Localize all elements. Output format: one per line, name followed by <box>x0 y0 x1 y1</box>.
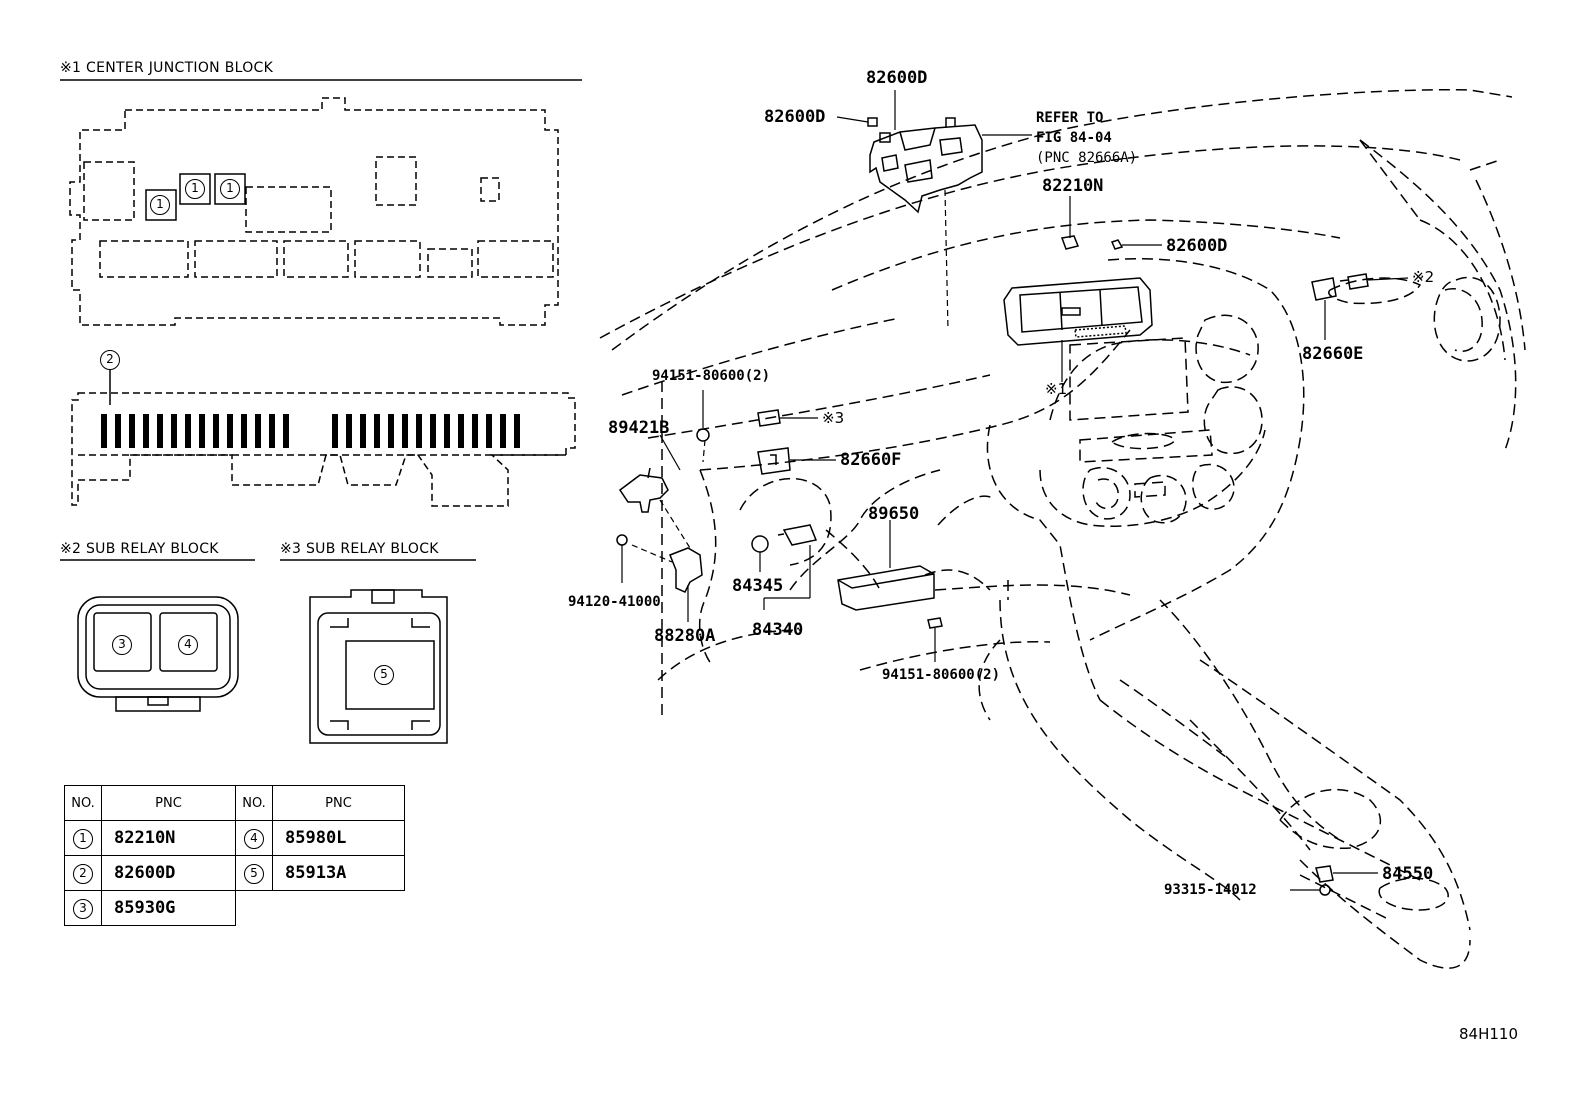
relay-squares <box>145 173 246 221</box>
clip-82600d <box>867 117 878 127</box>
combination-meter <box>1003 277 1153 346</box>
position-marker-1: 1 <box>150 195 170 215</box>
row-number: 5 <box>244 864 264 884</box>
row-number: 2 <box>73 864 93 884</box>
position-marker-2: 2 <box>100 350 120 370</box>
refer-note-line-1: REFER TO <box>1036 110 1104 126</box>
part-label-82600d: 82600D <box>866 68 928 88</box>
header-no: NO. <box>64 785 102 821</box>
part-label-84345: 84345 <box>732 576 784 596</box>
part-label-82600d: 82600D <box>1166 236 1228 256</box>
switch-84345 <box>751 535 769 553</box>
section-title-sub-relay-block-3: ※3 SUB RELAY BLOCK <box>280 541 439 557</box>
position-marker-1: 1 <box>220 179 240 199</box>
section-title-center-junction-block: ※1 CENTER JUNCTION BLOCK <box>60 60 274 76</box>
row-number: 3 <box>73 899 93 919</box>
clip-82600d <box>879 132 891 143</box>
header-no: NO. <box>235 785 273 821</box>
refer-note-line-3: (PNC 82666A) <box>1036 150 1138 166</box>
pnc-cell: 85913A <box>272 855 405 891</box>
section-title-sub-relay-block-2: ※2 SUB RELAY BLOCK <box>60 541 219 557</box>
pnc-table: NO. PNC NO. PNC 1 82210N 4 85980L 2 8260… <box>64 785 405 926</box>
switch-84550 <box>1315 865 1334 883</box>
sub-relay-block-2 <box>77 596 239 712</box>
part-label-82660f: 82660F <box>840 450 902 470</box>
connector-mark2 <box>1339 273 1369 290</box>
mark-1: ※1 <box>1045 380 1068 398</box>
clip-94151-bottom <box>927 617 943 629</box>
pnc-cell: 85930G <box>101 890 236 926</box>
part-label-84550: 84550 <box>1382 864 1434 884</box>
center-junction-block-side <box>71 392 576 507</box>
screw-93315 <box>1319 884 1331 896</box>
clip-82600d-right <box>1110 239 1124 250</box>
part-label-89421b: 89421B <box>608 418 670 438</box>
header-pnc: PNC <box>272 785 405 821</box>
dashed-leader-lines <box>631 189 949 563</box>
part-label-94151-80600: 94151-80600(2) <box>652 368 771 384</box>
switch-84340 <box>777 524 818 546</box>
leader-lines <box>621 90 1422 891</box>
sensor-88280a <box>669 547 703 593</box>
pnc-cell: 85980L <box>272 820 405 856</box>
row-number: 1 <box>73 829 93 849</box>
pnc-cell: 82210N <box>101 820 236 856</box>
position-marker-3: 3 <box>112 635 132 655</box>
nut-94120 <box>616 534 628 546</box>
mark-2: ※2 <box>1412 268 1435 286</box>
pnc-cell: 82600D <box>101 855 236 891</box>
relay-82660e <box>1311 277 1337 301</box>
table-row: 2 82600D 5 85913A <box>64 855 405 891</box>
module-89650 <box>837 565 935 611</box>
center-junction-block-front <box>69 97 559 326</box>
part-label-82600d: 82600D <box>764 107 826 127</box>
nut-94151 <box>696 428 710 442</box>
position-marker-1: 1 <box>185 179 205 199</box>
bracket-89421b <box>618 467 669 513</box>
sub-relay-block-3 <box>309 589 448 744</box>
figure-code: 84H110 <box>1459 1025 1518 1043</box>
part-label-84340: 84340 <box>752 620 804 640</box>
top-bracket <box>869 117 983 214</box>
position-marker-4: 4 <box>178 635 198 655</box>
position-marker-5: 5 <box>374 665 394 685</box>
part-label-89650: 89650 <box>868 504 920 524</box>
part-label-93315-14012: 93315-14012 <box>1164 882 1257 898</box>
part-label-88280a: 88280A <box>654 626 716 646</box>
dashboard-outline <box>599 89 1526 969</box>
relay-82660f <box>757 447 791 475</box>
table-header-row: NO. PNC NO. PNC <box>64 785 405 821</box>
refer-note-line-2: FIG 84-04 <box>1036 130 1112 146</box>
part-label-94120-41000: 94120-41000 <box>568 594 661 610</box>
part-label-82210n: 82210N <box>1042 176 1104 196</box>
part-label-94151-80600: 94151-80600(2) <box>882 667 1001 683</box>
table-row: 1 82210N 4 85980L <box>64 820 405 856</box>
header-pnc: PNC <box>101 785 236 821</box>
row-number: 4 <box>244 829 264 849</box>
relay-mark3 <box>757 409 781 427</box>
part-label-82660e: 82660E <box>1302 344 1364 364</box>
terminal-bars <box>101 414 520 448</box>
table-row: 3 85930G <box>64 890 405 926</box>
mark-3: ※3 <box>822 409 845 427</box>
